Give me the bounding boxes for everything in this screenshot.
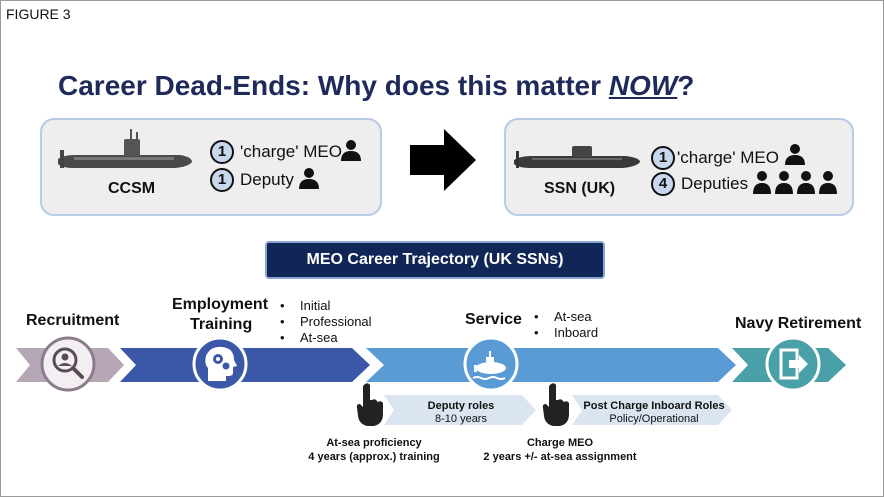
exit-door-icon [765, 336, 821, 392]
bullet-item: Initial [280, 298, 372, 314]
count-badge: 1 [651, 146, 675, 170]
head-gears-icon [192, 336, 248, 392]
post-charge-roles-text: Post Charge Inboard Roles Policy/Operati… [582, 400, 726, 426]
career-timeline [16, 348, 846, 382]
milestone-line: Charge MEO [526, 437, 593, 449]
milestone-line: 2 years +/- at-sea assignment [483, 451, 637, 463]
transition-arrow-icon [410, 129, 476, 191]
deputy-roles-text: Deputy roles 8-10 years [396, 400, 526, 426]
title-prefix: Career Dead-Ends: Why does this matter [58, 70, 609, 101]
role-label: 'charge' MEO [677, 148, 779, 167]
submarine-ssn-icon [514, 146, 640, 168]
role-title: Deputy roles [427, 400, 495, 412]
role-detail: 8-10 years [435, 413, 487, 425]
stage-service-label: Service [465, 311, 522, 328]
stage-recruitment-label: Recruitment [26, 312, 120, 329]
milestone-line: 4 years (approx.) training [308, 451, 440, 463]
bullet-item: Professional [280, 314, 372, 330]
milestone-line: At-sea proficiency [326, 437, 422, 449]
ssn-row-charge: 1'charge' MEO [651, 146, 779, 170]
stage-training-label: Training [190, 316, 253, 333]
person-icon [341, 140, 361, 161]
hand-pointer-icon [542, 383, 569, 426]
person-icon [299, 168, 319, 189]
ccsm-name: CCSM [108, 180, 156, 197]
ccsm-row-charge: 1 'charge' MEO [210, 140, 342, 164]
training-bullets: Initial Professional At-sea [280, 298, 372, 346]
magnifier-person-icon [40, 336, 96, 392]
submarine-ccsm-icon [58, 129, 192, 168]
ccsm-row-deputy: 1 Deputy [210, 168, 294, 192]
bullet-item: Inboard [534, 325, 598, 341]
role-label: Deputies [681, 174, 749, 193]
bullet-item: At-sea [280, 330, 372, 346]
role-label: Deputy [240, 170, 294, 189]
arrow-service [366, 348, 736, 382]
bullet-item: At-sea [534, 309, 598, 325]
title-suffix: ? [677, 70, 695, 101]
title-emphasis: NOW [608, 70, 678, 101]
page-title: Career Dead-Ends: Why does this matter N… [58, 70, 694, 102]
role-title: Post Charge Inboard Roles [583, 400, 725, 412]
stage-retirement-label: Navy Retirement [735, 315, 862, 332]
stage-employment-label: Employment [172, 296, 269, 313]
role-detail: Policy/Operational [609, 413, 699, 425]
milestone-charge-meo: Charge MEO 2 years +/- at-sea assignment [480, 436, 640, 464]
role-label: 'charge' MEO [240, 142, 342, 161]
figure-label: FIGURE 3 [6, 6, 71, 22]
post-charge-roles-box [572, 395, 732, 425]
four-persons-icon [753, 171, 837, 194]
count-badge: 1 [210, 168, 234, 192]
count-badge: 1 [210, 140, 234, 164]
deputy-roles-box [384, 395, 536, 425]
hand-pointer-icon [356, 383, 383, 426]
person-icon [785, 144, 805, 165]
milestone-at-sea-proficiency: At-sea proficiency 4 years (approx.) tra… [288, 436, 460, 464]
count-badge: 4 [651, 172, 675, 196]
submarine-icon [463, 336, 519, 392]
trajectory-title: MEO Career Trajectory (UK SSNs) [265, 241, 605, 279]
ssn-name: SSN (UK) [544, 180, 616, 197]
service-bullets: At-sea Inboard [534, 309, 598, 341]
ssn-row-deputies: 4 Deputies [651, 172, 748, 196]
